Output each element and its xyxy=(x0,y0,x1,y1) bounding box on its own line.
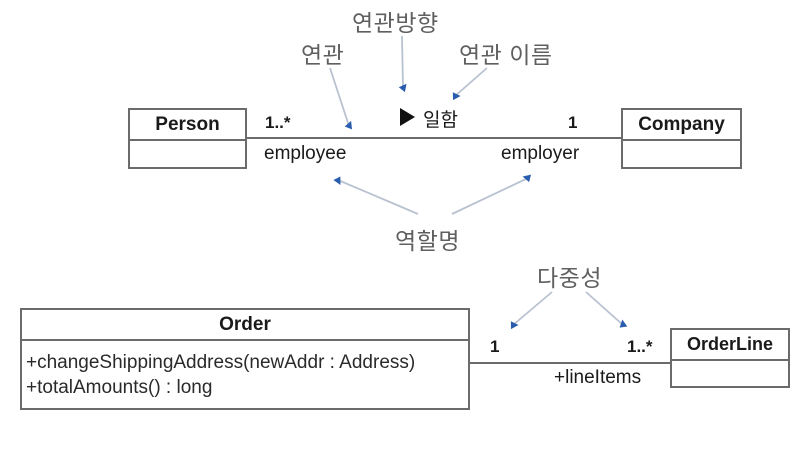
annotation-arrow-assoc-direction xyxy=(398,35,407,93)
left-multiplicity-label: 1..* xyxy=(265,113,291,132)
annotation-arrow-role-employee xyxy=(333,176,419,215)
annotation-label-assoc-name: 연관 이름 xyxy=(459,42,553,68)
annotation-label-assoc: 연관 xyxy=(301,42,345,68)
class-box-company[interactable]: Company xyxy=(621,108,742,169)
left-role-label: employee xyxy=(264,143,347,164)
class-name-order: Order xyxy=(22,310,468,341)
class-name-company: Company xyxy=(623,110,740,141)
bottom-association-line xyxy=(470,362,670,364)
class-name-orderline: OrderLine xyxy=(672,330,788,361)
class-compartment-order-operations: +changeShippingAddress(newAddr : Address… xyxy=(22,341,468,408)
lineitems-role-label: +lineItems xyxy=(554,367,642,388)
class-box-person[interactable]: Person xyxy=(128,108,247,169)
class-operation-row: +totalAmounts() : long xyxy=(26,376,213,398)
class-compartment-person xyxy=(130,141,245,167)
top-association-line xyxy=(247,137,621,139)
class-compartment-company xyxy=(623,141,740,167)
annotation-arrow-role-employer xyxy=(451,174,532,215)
association-direction-triangle-icon xyxy=(400,108,415,126)
order-multiplicity-label: 1 xyxy=(490,337,500,356)
right-role-label: employer xyxy=(501,143,580,164)
class-compartment-orderline xyxy=(672,361,788,386)
orderline-multiplicity-label: 1..* xyxy=(627,337,653,356)
class-name-person: Person xyxy=(130,110,245,141)
right-multiplicity-label: 1 xyxy=(568,113,578,132)
association-name-label: 일함 xyxy=(423,110,458,131)
annotation-label-role-name: 역할명 xyxy=(395,228,460,254)
annotation-arrow-assoc xyxy=(329,67,353,130)
class-box-order[interactable]: Order +changeShippingAddress(newAddr : A… xyxy=(20,308,470,410)
class-operation-row: +changeShippingAddress(newAddr : Address… xyxy=(26,352,416,374)
annotation-label-multiplicity: 다중성 xyxy=(537,265,602,291)
annotation-arrow-multiplicity-right xyxy=(585,291,628,328)
annotation-arrow-multiplicity-left xyxy=(510,291,553,330)
annotation-arrow-assoc-name xyxy=(452,67,488,101)
annotation-label-assoc-direction: 연관방향 xyxy=(352,10,439,36)
class-box-orderline[interactable]: OrderLine xyxy=(670,328,790,388)
